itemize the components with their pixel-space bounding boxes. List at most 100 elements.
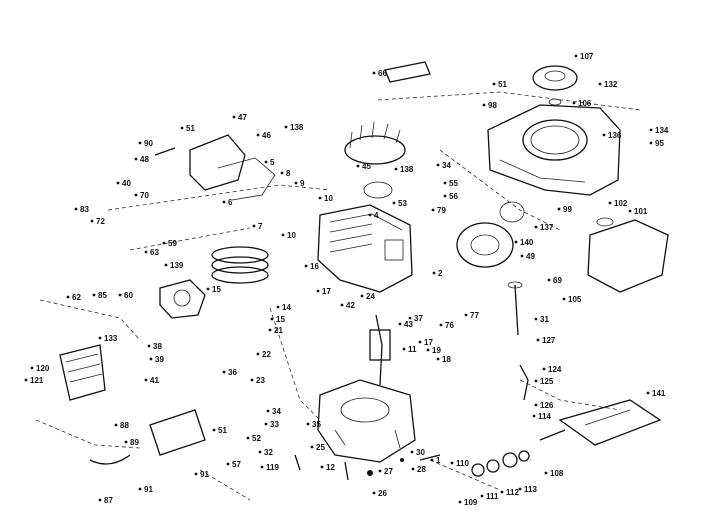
leader-dot <box>398 322 402 326</box>
part-label-88: 88 <box>120 421 129 430</box>
part-label-36: 36 <box>228 368 237 377</box>
part-label-40: 40 <box>122 179 131 188</box>
leader-dot <box>436 163 440 167</box>
part-label-105: 105 <box>568 295 582 304</box>
leader-dot <box>147 344 151 348</box>
part-label-30: 30 <box>416 448 425 457</box>
part-label-138: 138 <box>400 165 414 174</box>
leader-dot <box>138 141 142 145</box>
part-label-31: 31 <box>540 315 549 324</box>
leader-dot <box>649 128 653 132</box>
leader-dot <box>134 193 138 197</box>
part-label-95: 95 <box>655 139 664 148</box>
part-label-111: 111 <box>486 492 499 501</box>
leader-dot <box>310 445 314 449</box>
part-label-53: 53 <box>398 199 407 208</box>
part-label-108: 108 <box>550 469 564 478</box>
leader-dot <box>410 450 414 454</box>
part-label-77: 77 <box>470 311 479 320</box>
leader-dot <box>92 293 96 297</box>
leader-dot <box>284 125 288 129</box>
part-label-25: 25 <box>316 443 325 452</box>
part-label-125: 125 <box>540 377 554 386</box>
leader-dot <box>557 207 561 211</box>
part-label-59: 59 <box>168 239 177 248</box>
leader-dot <box>392 201 396 205</box>
part-label-28: 28 <box>417 465 426 474</box>
leader-dot <box>98 336 102 340</box>
leader-dot <box>547 278 551 282</box>
part-label-62: 62 <box>72 293 81 302</box>
part-label-10: 10 <box>287 231 296 240</box>
part-label-141: 141 <box>652 389 666 398</box>
leader-dot <box>246 436 250 440</box>
part-label-70: 70 <box>140 191 149 200</box>
part-label-137: 137 <box>540 223 554 232</box>
leader-dot <box>304 264 308 268</box>
leader-dot <box>562 297 566 301</box>
leader-dot <box>222 370 226 374</box>
part-label-138: 138 <box>290 123 304 132</box>
part-label-112: 112 <box>506 488 519 497</box>
part-label-90: 90 <box>144 139 153 148</box>
part-label-39: 39 <box>155 355 164 364</box>
leader-dot <box>536 338 540 342</box>
leader-dot <box>480 494 484 498</box>
part-label-76: 76 <box>445 321 454 330</box>
leader-dot <box>439 323 443 327</box>
part-label-2: 2 <box>438 269 443 278</box>
part-label-42: 42 <box>346 301 355 310</box>
part-label-18: 18 <box>442 355 451 364</box>
part-label-6: 6 <box>228 198 233 207</box>
rewind-starter-shape <box>456 201 525 268</box>
muffler-shape <box>59 344 106 401</box>
leader-dot <box>520 254 524 258</box>
leader-dot <box>368 213 372 217</box>
blower-housing-shape <box>487 104 621 196</box>
leader-dot <box>430 458 434 462</box>
part-label-51: 51 <box>218 426 227 435</box>
part-label-134: 134 <box>655 126 669 135</box>
leader-dot <box>258 450 262 454</box>
part-label-51: 51 <box>186 124 195 133</box>
fuel-tank-shape <box>587 217 669 293</box>
leader-dot <box>260 465 264 469</box>
part-label-113: 113 <box>524 485 537 494</box>
part-label-24: 24 <box>366 292 375 301</box>
leader-dot <box>598 82 602 86</box>
part-label-12: 12 <box>326 463 335 472</box>
governor-gear-stack-shape <box>471 450 530 477</box>
leader-dot <box>418 340 422 344</box>
leader-dot <box>232 115 236 119</box>
leader-dot <box>464 313 468 317</box>
part-label-11: 11 <box>408 345 417 354</box>
part-label-66: 66 <box>378 69 387 78</box>
grass-screen-shape <box>532 65 578 106</box>
part-label-4: 4 <box>374 211 379 220</box>
part-label-133: 133 <box>104 334 118 343</box>
leader-dot <box>426 348 430 352</box>
part-label-32: 32 <box>264 448 273 457</box>
leader-dot <box>340 303 344 307</box>
part-label-91: 91 <box>200 470 209 479</box>
part-label-16: 16 <box>310 262 319 271</box>
part-label-57: 57 <box>232 460 241 469</box>
leader-dot <box>222 200 226 204</box>
part-label-37: 37 <box>414 314 423 323</box>
part-label-120: 120 <box>36 364 50 373</box>
part-label-124: 124 <box>548 365 562 374</box>
fasteners-shape <box>154 147 566 481</box>
part-label-89: 89 <box>130 438 139 447</box>
leader-dot <box>534 225 538 229</box>
leader-dot <box>443 194 447 198</box>
leader-dot <box>264 160 268 164</box>
leader-dot <box>268 328 272 332</box>
leader-dot <box>114 423 118 427</box>
part-label-132: 132 <box>604 80 618 89</box>
part-label-98: 98 <box>488 101 497 110</box>
cylinder-block-shape <box>317 204 413 293</box>
leader-dot <box>646 391 650 395</box>
leader-dot <box>534 379 538 383</box>
part-label-101: 101 <box>634 207 648 216</box>
leader-dot <box>250 378 254 382</box>
